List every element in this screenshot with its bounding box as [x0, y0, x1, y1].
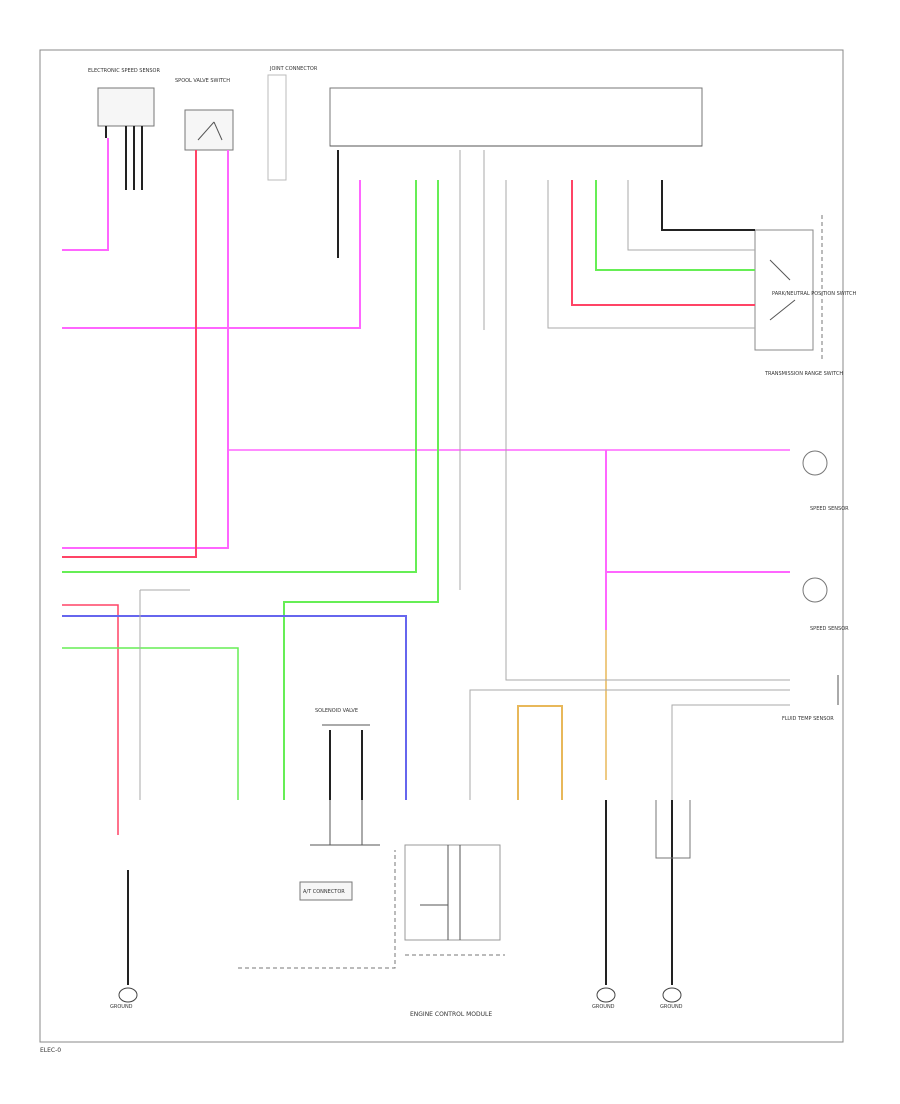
sensor-b-icon: [802, 577, 828, 603]
bottom-components: SOLENOID VALVE A/T CONNECTOR GROUND GROU…: [110, 708, 691, 1010]
speed-sensor-label: ELECTRONIC SPEED SENSOR: [88, 68, 160, 74]
wire-gray-6: [671, 704, 790, 800]
ground-b-label: GROUND: [660, 1004, 683, 1010]
relay-switch-label: PARK/NEUTRAL POSITION SWITCH: [772, 291, 856, 297]
ground-a-icon: [596, 987, 616, 1003]
spool-switch-label: SPOOL VALVE SWITCH: [175, 78, 230, 84]
ground-b-icon: [662, 987, 682, 1003]
ecm-header-block: JOINT CONNECTOR: [267, 66, 703, 181]
ecm-header-label: JOINT CONNECTOR: [269, 66, 318, 72]
solenoid-label: SOLENOID VALVE: [315, 708, 358, 714]
ground-left-label: GROUND: [110, 1004, 133, 1010]
wire-red-2: [571, 180, 755, 306]
connector-mid-label: A/T CONNECTOR: [303, 889, 345, 895]
wire-gray-1: [627, 180, 755, 251]
wire-red-1: [62, 150, 197, 558]
wire-gray-2: [547, 180, 755, 329]
diagram-frame: [39, 49, 844, 1043]
wire-green-2: [283, 180, 439, 800]
wire-dark-2: [661, 180, 755, 231]
wire-green-4: [595, 180, 755, 271]
spool-switch-component: SPOOL VALVE SWITCH: [175, 78, 234, 151]
wire-green-3: [62, 647, 239, 800]
wire-green-1: [62, 180, 417, 573]
wire-gray-4: [505, 180, 790, 681]
ground-left-icon: [118, 987, 138, 1003]
wire-pink-2: [62, 180, 361, 329]
footer-code: ELEC-0: [40, 1047, 61, 1054]
wire-blue-1: [62, 615, 407, 800]
sensor-a-icon: [802, 450, 828, 476]
right-sensors: SPEED SENSOR SPEED SENSOR FLUID TEMP SEN…: [782, 450, 849, 722]
module-title: ENGINE CONTROL MODULE: [410, 1011, 492, 1018]
wire-pink-1: [62, 138, 109, 251]
speed-sensor-component: ELECTRONIC SPEED SENSOR: [88, 68, 160, 190]
ground-a-label: GROUND: [592, 1004, 615, 1010]
fluid-temp-label: FLUID TEMP SENSOR: [782, 716, 834, 722]
relay-switch-block: PARK/NEUTRAL POSITION SWITCH TRANSMISSIO…: [754, 215, 856, 377]
wire-gray-5: [469, 689, 790, 800]
wire-pink-5: [605, 450, 790, 573]
range-switch-label: TRANSMISSION RANGE SWITCH: [764, 371, 843, 377]
wires: [62, 138, 790, 985]
sensor-b-label: SPEED SENSOR: [810, 626, 849, 632]
wire-red-3: [62, 604, 119, 835]
sensor-a-label: SPEED SENSOR: [810, 506, 849, 512]
wire-pink-3: [62, 150, 229, 549]
wire-orange-1: [517, 705, 563, 800]
